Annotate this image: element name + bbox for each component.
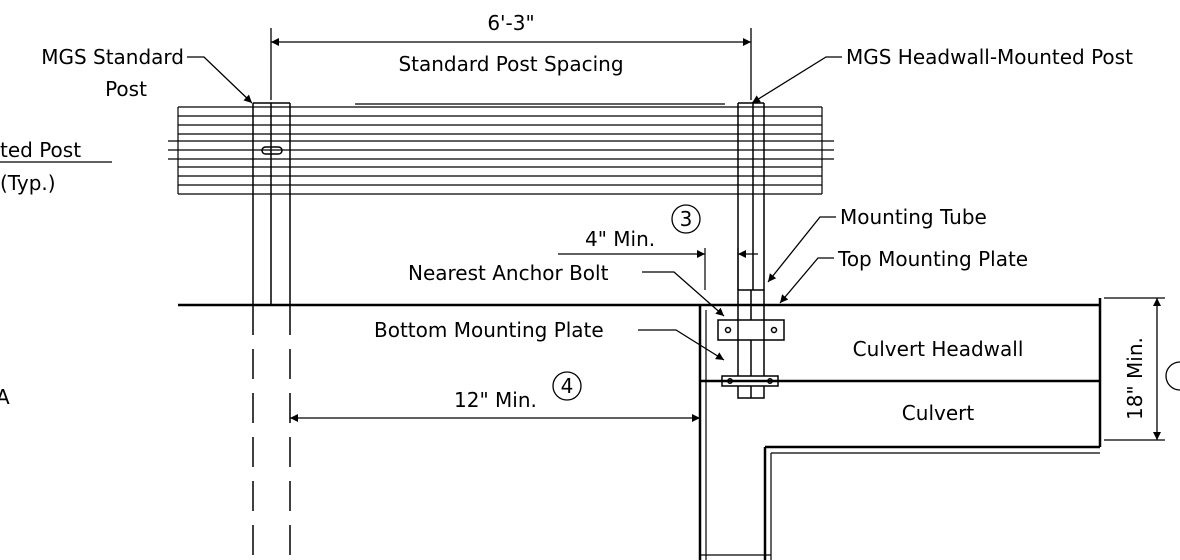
post-spacing-dimension [270,28,752,100]
bottom-plate-label: Bottom Mounting Plate [374,318,604,342]
note-3-circle [671,204,701,234]
partial-left-a: A [0,385,10,409]
culvert-label: Culvert [902,401,975,425]
eighteen-min-label: 18" Min. [1123,337,1147,420]
partial-left-label-line2: (Typ.) [0,171,56,195]
splice-bolt-slot [261,146,283,155]
standard-post-leader [187,56,253,104]
note-4-circle [552,371,582,401]
culvert-headwall-label: Culvert Headwall [853,337,1024,361]
standard-post-embedded [252,305,291,560]
note-partial-circle [1165,361,1180,391]
top-mounting-plate [717,319,785,341]
nearest-bolt-leader [642,271,725,317]
four-min-label: 4" Min. [585,227,655,251]
culvert-headwall [698,298,1102,560]
top-plate-label: Top Mounting Plate [837,247,1028,271]
four-min-dimension [686,248,758,290]
standard-post-label-line2: Post [105,77,147,101]
guardrail-beam [168,103,834,195]
eighteen-min-dimension [1104,297,1165,441]
note-3-number: 3 [680,207,693,231]
standard-post-label-line1: MGS Standard [41,45,184,69]
standard-post [252,102,291,305]
bottom-plate-leader [638,329,725,361]
partial-left-label-line1: ted Post [0,138,81,162]
mounting-tube-label: Mounting Tube [840,205,987,229]
note-4-number: 4 [561,374,574,398]
spacing-value: 6'-3" [487,11,534,35]
headwall-mounted-post [737,102,765,290]
top-plate-leader [779,257,834,304]
culvert [763,445,1100,560]
mounting-tube-leader [767,216,836,283]
headwall-post-label: MGS Headwall-Mounted Post [846,45,1133,69]
twelve-min-label: 12" Min. [454,388,537,412]
nearest-bolt-label: Nearest Anchor Bolt [408,261,609,285]
culvert-thin-edges [700,310,1100,560]
spacing-caption: Standard Post Spacing [398,52,623,76]
headwall-post-leader [751,56,842,104]
